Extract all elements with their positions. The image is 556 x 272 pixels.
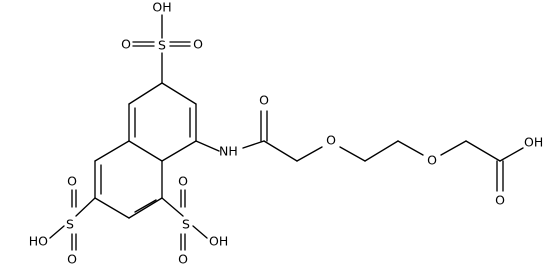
amide-nh-label: NH	[219, 144, 238, 159]
top-oxygen-left-label: O	[121, 37, 131, 52]
peri-oxygen-top-label: O	[178, 174, 188, 189]
left-oxygen-bottom-label: O	[67, 252, 77, 267]
top-sulfur-label: S	[158, 38, 166, 53]
amide-oxygen-label: O	[259, 93, 269, 108]
peri-oxygen-bottom-label: O	[178, 252, 188, 267]
peri-hydroxyl-label: OH	[209, 234, 228, 249]
ether-oxygen-2-label: O	[427, 153, 437, 168]
top-sulfonic-acid-group: S OH O O	[121, 0, 203, 84]
left-oxygen-top-label: O	[67, 174, 77, 189]
left-sulfur-label: S	[66, 217, 74, 232]
left-sulfonic-acid-group: S O O HO	[29, 174, 96, 267]
left-hydroxyl-label: HO	[29, 234, 48, 249]
acid-hydroxyl-label: OH	[524, 135, 543, 150]
acid-carbonyl-oxygen-label: O	[495, 193, 505, 208]
peri-sulfonic-acid-group: S O O OH	[161, 174, 228, 267]
top-hydroxyl-label: OH	[152, 0, 171, 15]
peri-sulfur-label: S	[182, 217, 190, 232]
top-oxygen-right-label: O	[193, 37, 203, 52]
naphthalene-ring	[94, 82, 197, 219]
linker-chain: NH O O O O OH	[195, 93, 543, 208]
ether-oxygen-1-label: O	[326, 133, 336, 148]
